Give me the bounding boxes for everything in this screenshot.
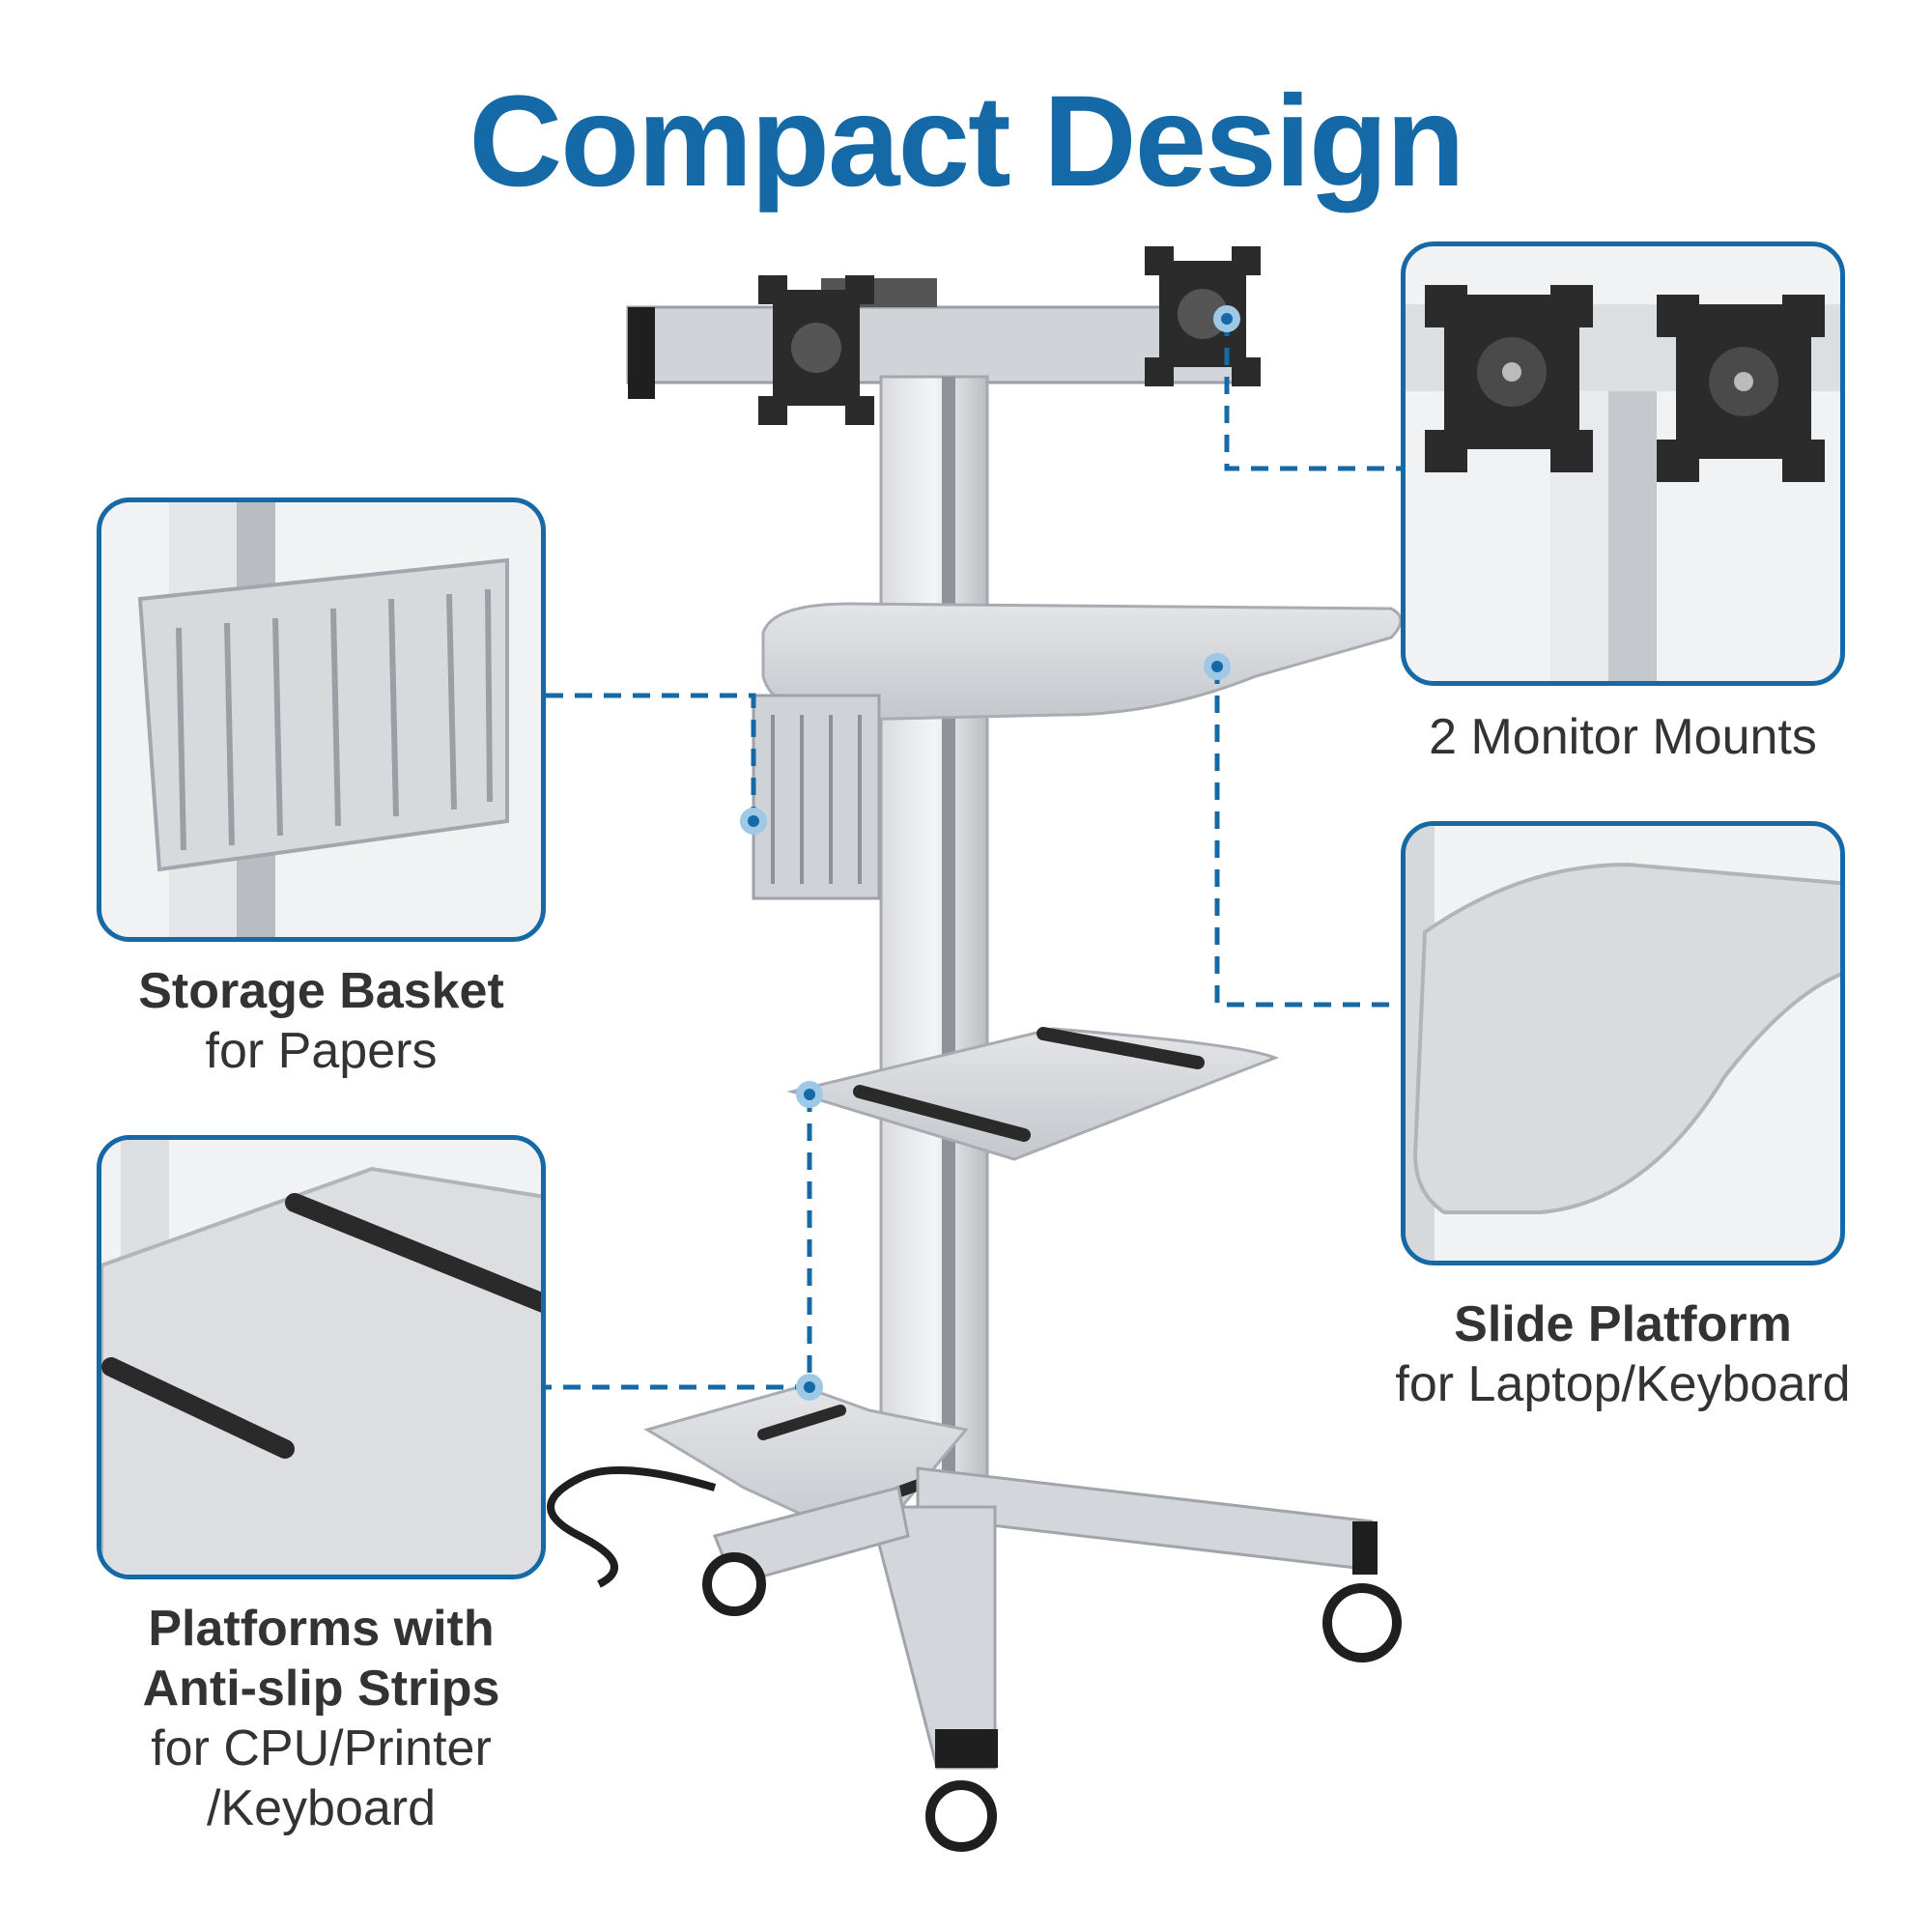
anti-slip-title-line2: Anti-slip Strips <box>142 1661 500 1717</box>
anti-slip-platforms-callout <box>97 1135 546 1579</box>
page-title: Compact Design <box>469 70 1464 213</box>
slide-platform-subtitle: for Laptop/Keyboard <box>1395 1356 1851 1412</box>
monitor-mounts-callout <box>1401 242 1845 686</box>
vesa-mount-icon <box>1406 285 1840 681</box>
anti-slip-subtitle-line2: /Keyboard <box>206 1780 437 1836</box>
platform-illustration <box>1406 826 1840 1261</box>
storage-basket-title: Storage Basket <box>138 963 504 1019</box>
monitor-mounts-label: 2 Monitor Mounts <box>1429 709 1817 765</box>
slide-platform-caption: Slide Platform for Laptop/Keyboard <box>1352 1294 1893 1414</box>
slide-platform-title: Slide Platform <box>1454 1296 1792 1352</box>
storage-basket-callout <box>97 497 546 942</box>
platform-illustration <box>101 1140 541 1575</box>
storage-basket-caption: Storage Basket for Papers <box>58 961 584 1081</box>
basket-illustration <box>137 502 509 937</box>
storage-basket-subtitle: for Papers <box>205 1023 438 1079</box>
anti-slip-subtitle-line1: for CPU/Printer <box>151 1720 492 1776</box>
anti-slip-title-line1: Platforms with <box>148 1601 495 1657</box>
anti-slip-platforms-caption: Platforms with Anti-slip Strips for CPU/… <box>58 1599 584 1838</box>
slide-platform-callout <box>1401 821 1845 1265</box>
monitor-mounts-caption: 2 Monitor Mounts <box>1372 707 1874 767</box>
